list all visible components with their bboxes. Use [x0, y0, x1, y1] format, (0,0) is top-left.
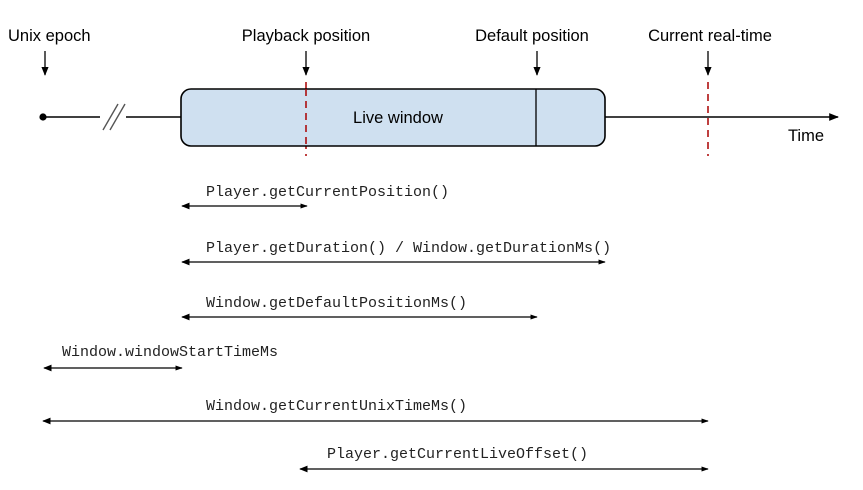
measurement-label-get-current-position: Player.getCurrentPosition() — [206, 184, 449, 201]
axis-break-icon — [100, 103, 126, 131]
marker-label-current-real-time: Current real-time — [648, 27, 772, 45]
live-window-box — [180, 88, 606, 147]
marker-label-unix-epoch: Unix epoch — [8, 27, 91, 45]
measurement-label-get-default-position-ms: Window.getDefaultPositionMs() — [206, 295, 467, 312]
time-axis-label: Time — [788, 127, 824, 145]
unix-epoch-dot — [39, 113, 47, 121]
measurement-label-window-start-time-ms: Window.windowStartTimeMs — [62, 344, 278, 361]
measurement-label-get-current-unix-time-ms: Window.getCurrentUnixTimeMs() — [206, 398, 467, 415]
measurement-label-get-duration: Player.getDuration() / Window.getDuratio… — [206, 240, 611, 257]
marker-label-playback-position: Playback position — [242, 27, 370, 45]
measurement-label-get-current-live-offset: Player.getCurrentLiveOffset() — [327, 446, 588, 463]
live-window-label: Live window — [353, 109, 443, 127]
marker-label-default-position: Default position — [475, 27, 589, 45]
